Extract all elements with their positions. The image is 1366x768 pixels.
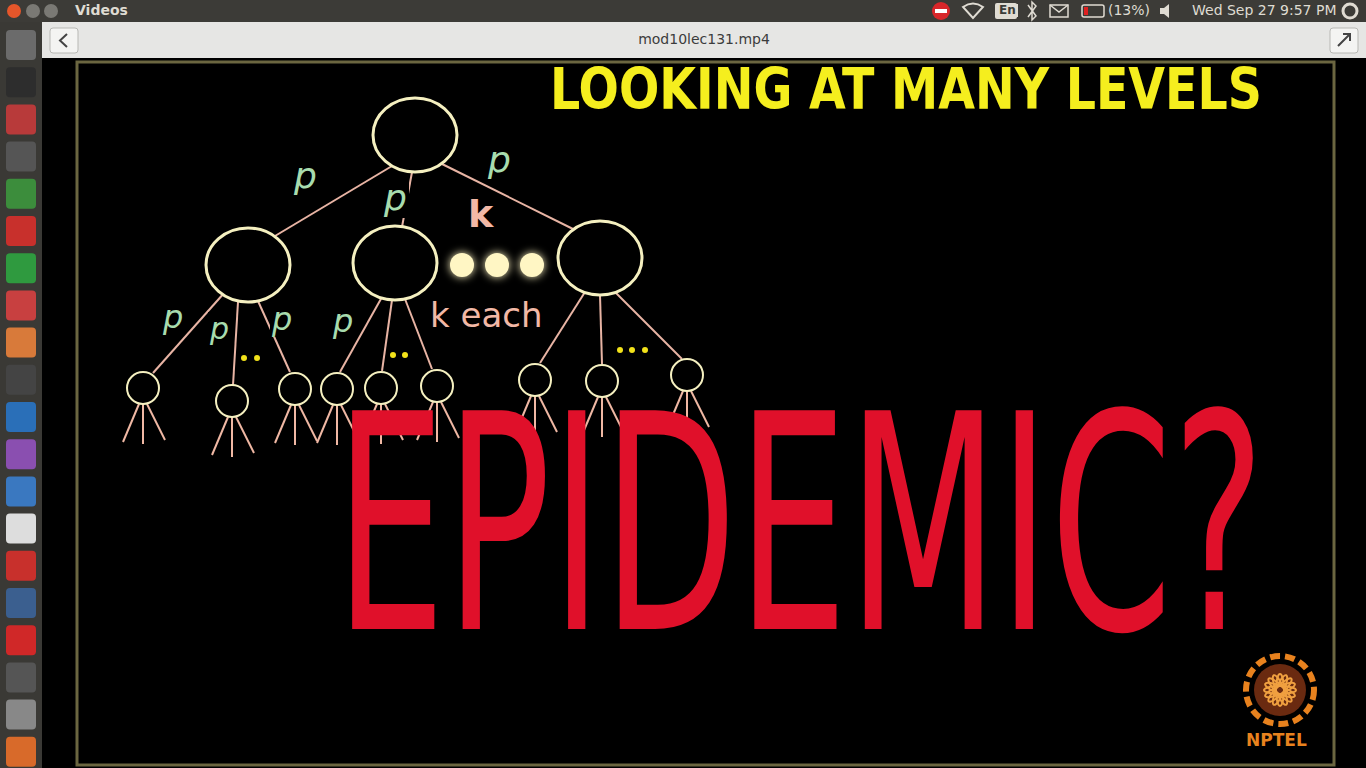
- clock: Wed Sep 27 9:57 PM: [1192, 3, 1336, 18]
- launcher-icon: [6, 514, 36, 544]
- launcher-icon: [6, 662, 36, 692]
- branching-note: k each: [428, 297, 545, 334]
- keyboard-layout: En: [997, 4, 1018, 17]
- probability-label: p: [292, 156, 319, 196]
- launcher-bar: [0, 22, 42, 768]
- ellipsis-dots: [241, 347, 648, 361]
- probability-label: p: [161, 300, 185, 335]
- minimize-button: [26, 4, 40, 18]
- window-title: Videos: [75, 3, 128, 18]
- launcher-icon: [6, 365, 36, 395]
- video-area: [42, 58, 1366, 768]
- back-button: [50, 28, 78, 53]
- leaf-branch: [275, 405, 291, 443]
- tree-lines: [153, 163, 682, 385]
- probability-label: p: [331, 304, 355, 339]
- logo-petal: [1270, 674, 1290, 707]
- launcher-icon: [6, 216, 36, 246]
- launcher-icon: [6, 551, 36, 581]
- settings-icon: [1343, 4, 1357, 18]
- launcher-icon: [6, 439, 36, 469]
- slide-border: [77, 62, 1334, 765]
- probability-label: p: [382, 178, 409, 218]
- wifi-icon: [963, 4, 983, 19]
- leaf-branch: [236, 417, 254, 453]
- probability-label: p: [208, 312, 231, 345]
- launcher-icon: [6, 290, 36, 320]
- close-button: [7, 4, 21, 18]
- launcher-icon: [6, 588, 36, 618]
- back-arrow: [60, 34, 67, 47]
- launcher-icon: [6, 179, 36, 209]
- branching-count: k: [466, 194, 495, 236]
- window-header: [42, 22, 1366, 58]
- logo-petal: [1264, 686, 1296, 694]
- mail-icon: [1050, 5, 1068, 12]
- maximize-button: [44, 4, 58, 18]
- volume-icon: [1160, 4, 1169, 18]
- leaf-branch: [317, 405, 333, 443]
- status-icon: [935, 9, 947, 13]
- logo-petal: [1276, 674, 1284, 706]
- launcher-icon: [6, 737, 36, 767]
- probability-label: p: [270, 302, 294, 337]
- launcher-icon: [6, 142, 36, 172]
- fullscreen-arrow: [1338, 34, 1350, 46]
- probability-label: p: [486, 140, 513, 180]
- launcher-icon: [6, 253, 36, 283]
- launcher-icon: [6, 104, 36, 134]
- tree-nodes: [206, 98, 642, 302]
- mail-icon: [1050, 5, 1068, 17]
- leaf-branch: [123, 404, 139, 442]
- question-text: EPIDEMIC?: [335, 376, 1265, 676]
- leaf-branch: [142, 404, 144, 444]
- launcher-icon: [6, 700, 36, 730]
- battery-icon: [1082, 5, 1104, 17]
- fullscreen-button: [1330, 28, 1358, 53]
- leaf-branch: [231, 417, 233, 457]
- launcher-icons: [6, 30, 36, 767]
- leaf-branch: [212, 417, 228, 455]
- launcher-icon: [6, 625, 36, 655]
- keyboard-icon: [995, 3, 1017, 19]
- launcher-icon: [6, 30, 36, 60]
- leaf-branch: [294, 405, 296, 445]
- launcher-icon: [6, 328, 36, 358]
- leaf-branch: [299, 405, 317, 441]
- launcher-icon: [6, 67, 36, 97]
- top-panel: [0, 0, 1366, 22]
- bluetooth-icon: [1028, 2, 1036, 20]
- leaf-branch: [147, 404, 165, 440]
- ellipsis-dots: [450, 253, 544, 277]
- battery-percent: (13%): [1108, 3, 1150, 18]
- slide-title: LOOKING AT MANY LEVELS: [550, 58, 1262, 121]
- nptel-wordmark: NPTEL: [1246, 731, 1307, 750]
- status-icon: [932, 2, 950, 20]
- launcher-icon: [6, 476, 36, 506]
- battery-level: [1084, 7, 1088, 15]
- file-name: mod10lec131.mp4: [638, 32, 770, 47]
- launcher-icon: [6, 402, 36, 432]
